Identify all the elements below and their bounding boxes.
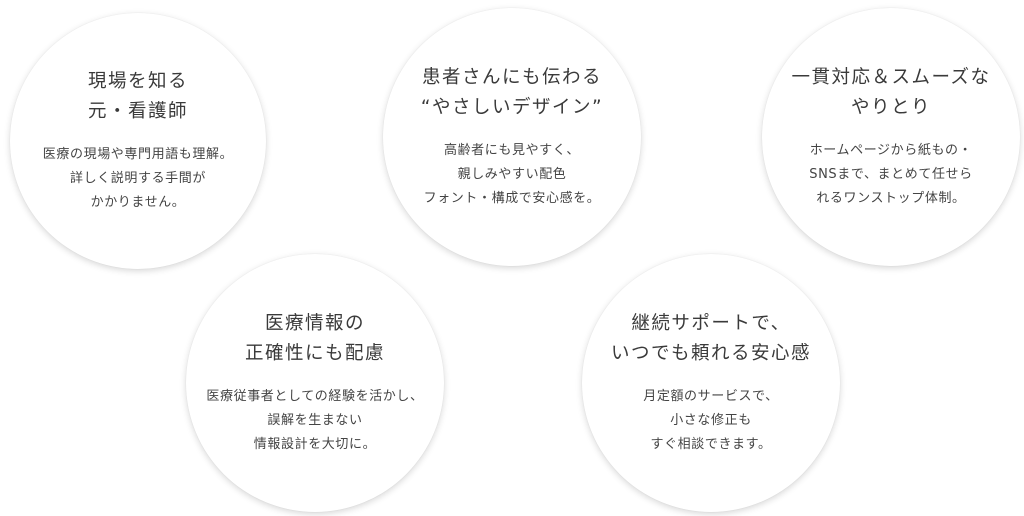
feature-description-line: ホームページから紙もの・ [809,143,973,158]
feature-title-line: 元・看護師 [87,101,188,122]
feature-title-line: 一貫対応＆スムーズな [791,67,991,88]
feature-description-line: 詳しく説明する手間が [69,171,206,186]
feature-description-line: れるワンストップ体制。 [816,191,966,206]
feature-title-line: やりとり [850,97,931,118]
feature-title-line: 正確性にも配慮 [244,343,385,364]
feature-title: 現場を知る 元・看護師 [88,67,188,127]
feature-card-ongoing-support: 継続サポートで、 いつでも頼れる安心感 月定額のサービスで、 小さな修正も すぐ… [582,254,840,512]
feature-card-gentle-design: 患者さんにも伝わる “やさしいデザイン” 高齢者にも見やすく、 親しみやすい配色… [383,8,641,266]
feature-title: 継続サポートで、 いつでも頼れる安心感 [611,309,811,369]
feature-description-line: 情報設計を大切に。 [253,437,377,452]
feature-title: 医療情報の 正確性にも配慮 [245,309,385,369]
feature-description-line: SNSまで、まとめて任せら [809,167,973,182]
feature-description-line: 月定額のサービスで、 [643,389,779,404]
feature-title-line: 現場を知る [87,71,188,92]
feature-card-nurse-background: 現場を知る 元・看護師 医療の現場や専門用語も理解。 詳しく説明する手間が かか… [10,13,266,269]
feature-description: 月定額のサービスで、 小さな修正も すぐ相談できます。 [643,385,778,457]
feature-description-line: 誤解を生まない [267,413,363,428]
feature-description-line: 医療従事者としての経験を活かし、 [206,389,424,404]
feature-description-line: 小さな修正も [670,413,752,428]
feature-description: ホームページから紙もの・ SNSまで、まとめて任せら れるワンストップ体制。 [809,139,973,211]
feature-card-medical-accuracy: 医療情報の 正確性にも配慮 医療従事者としての経験を活かし、 誤解を生まない 情… [186,254,444,512]
feature-title: 一貫対応＆スムーズな やりとり [791,63,990,123]
feature-description-line: フォント・構成で安心感を。 [423,191,601,206]
feature-description: 高齢者にも見やすく、 親しみやすい配色 フォント・構成で安心感を。 [424,139,601,211]
feature-title-line: 患者さんにも伝わる [421,67,602,88]
feature-title-line: いつでも頼れる安心感 [610,343,811,364]
feature-card-one-stop: 一貫対応＆スムーズな やりとり ホームページから紙もの・ SNSまで、まとめて任… [762,8,1020,266]
feature-title-line: 医療情報の [264,313,365,334]
feature-description-line: 親しみやすい配色 [457,167,567,182]
feature-description-line: 医療の現場や専門用語も理解。 [42,147,234,162]
feature-description-line: かかりません。 [90,195,186,210]
feature-description-line: 高齢者にも見やすく、 [443,143,580,158]
feature-description-line: すぐ相談できます。 [650,437,772,452]
feature-description: 医療の現場や専門用語も理解。 詳しく説明する手間が かかりません。 [43,143,233,215]
feature-description: 医療従事者としての経験を活かし、 誤解を生まない 情報設計を大切に。 [206,385,423,457]
feature-title-line: 継続サポートで、 [631,313,791,334]
feature-title-line: “やさしいデザイン” [420,97,604,118]
feature-title: 患者さんにも伝わる “やさしいデザイン” [421,63,603,123]
